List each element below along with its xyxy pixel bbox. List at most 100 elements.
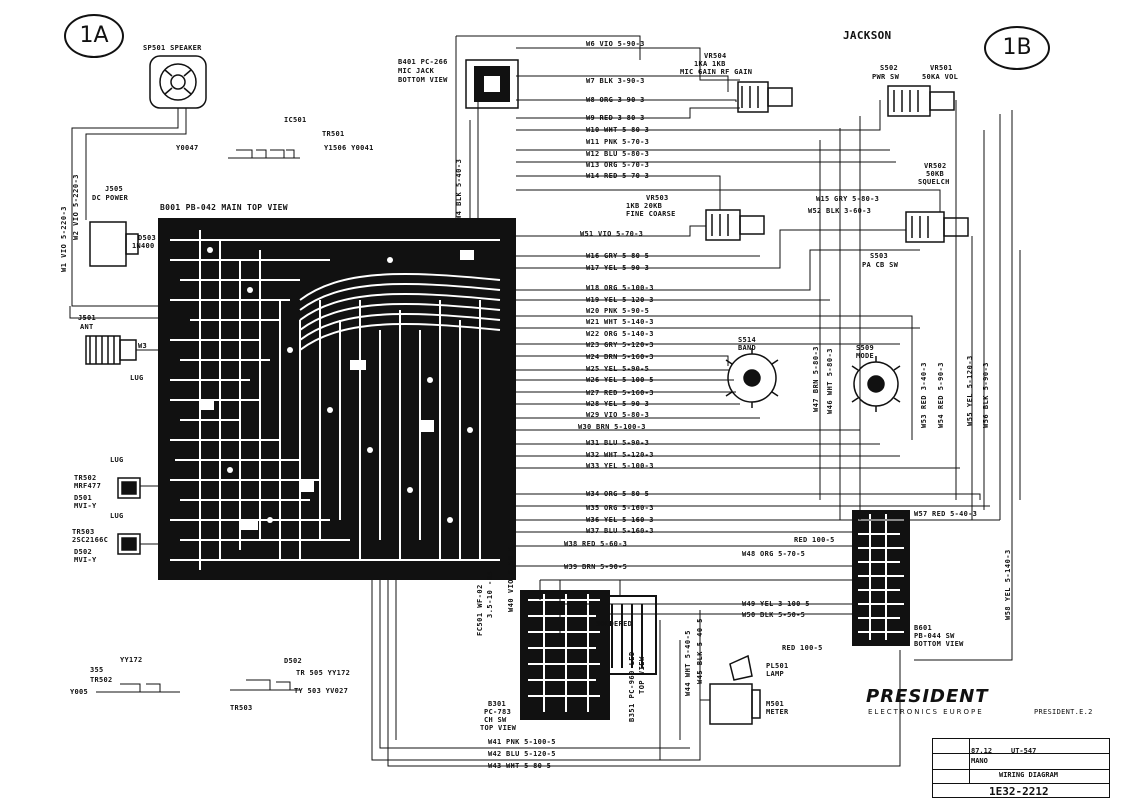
wire-harness	[69, 35, 1021, 767]
pl501-label-2: LAMP	[766, 670, 785, 678]
s509-label-2: MODE	[856, 352, 875, 360]
wire-label: W27 RED 5-160-3	[586, 389, 654, 397]
vr504-pot-icon	[737, 81, 793, 113]
wire-label: RED 100-5	[794, 536, 835, 544]
main-board-label: B001 PB-042 MAIN TOP VIEW	[160, 203, 288, 212]
wire-label-vertical: W4 BLK 5-40-3	[455, 158, 463, 220]
wire-label: W48 ORG 5-70-5	[742, 550, 806, 558]
wire-label-vertical: W45 BLK 5-40-5	[696, 617, 704, 684]
mode-switch-s509-icon	[851, 356, 901, 412]
small-sketch-tr502	[96, 683, 180, 693]
wire-label: W41 PNK 5-100-5	[488, 738, 556, 746]
small-355-label: 355	[90, 666, 104, 674]
wire-label: W11 PNK 5-70-3	[586, 138, 650, 146]
wire-label: W37 BLU 5-160-3	[586, 527, 654, 535]
wire-label: W7 BLK 3-90-3	[586, 77, 645, 85]
small-sketch-ic501	[228, 149, 300, 159]
vr502-label-1: VR502	[924, 162, 947, 170]
wire-label: W8 ORG 3-90-3	[586, 96, 645, 104]
wire-label: W39 BRN 5-90-5	[564, 563, 628, 571]
wire-label: W33 YEL 5-100-3	[586, 462, 654, 470]
s514-label-2: BAND	[738, 344, 757, 352]
tr503-label-1: TR503	[72, 528, 95, 536]
wire-label: W57 RED 5-40-3	[914, 510, 978, 518]
wire-label: W20 PNK 5-90-5	[586, 307, 650, 315]
pl501-label-1: PL501	[766, 662, 789, 670]
led-board-b351	[603, 595, 657, 675]
title-block: 87.12 UT-547 MANO WIRING DIAGRAM 1E32-22…	[932, 738, 1110, 798]
wire-label: W16 GRY 5-80-5	[586, 252, 650, 260]
wire-label-vertical: W58 YEL 5-140-3	[1004, 549, 1012, 620]
wire-label: W23 GRY 5-120-3	[586, 341, 654, 349]
b351b-label: TOP VIEW	[638, 656, 646, 694]
vr502-pot-icon	[905, 211, 969, 243]
dc-power-label-2: DC POWER	[92, 194, 129, 202]
s502-label-2: PWR SW	[872, 73, 900, 81]
mic-jack-label-2: MIC JACK	[398, 67, 435, 75]
wire-label: W18 ORG 5-100-3	[586, 284, 654, 292]
wire-label: RED 100-5	[782, 644, 823, 652]
vr501-label-1: VR501	[930, 64, 953, 72]
wire-label: W51 VIO 5-70-3	[580, 230, 644, 238]
wire-label-vertical: W1 VIO 5-220-3	[60, 205, 68, 272]
ant-label-2: ANT	[80, 323, 94, 331]
speaker-icon	[149, 55, 207, 109]
wire-label-vertical: W56 BLK 5-90-3	[982, 361, 990, 428]
tr502-icon	[117, 477, 141, 499]
wire-label: W30 BRN 5-100-3	[578, 423, 646, 431]
vr501-label-2: 50KA VOL	[922, 73, 959, 81]
ch-switch-board-b301	[520, 590, 610, 720]
wire-label-vertical: W40 VIO 5-50-5	[507, 545, 515, 612]
tr503-label-2: 2SC2166C	[72, 536, 109, 544]
d503b-label: 1N400	[132, 242, 155, 250]
wire-label: W28 YEL 5-90-3	[586, 400, 650, 408]
m501-label-2: METER	[766, 708, 789, 716]
wire-label: W31 BLU 5-90-3	[586, 439, 650, 447]
brand-subtitle: ELECTRONICS EUROPE	[868, 708, 984, 716]
tr502-label-1: TR502	[74, 474, 97, 482]
brand-logo: PRESIDENT	[866, 686, 989, 707]
wire-label-vertical: W54 RED 5-90-3	[937, 361, 945, 428]
wire-label: W19 YEL 5-120-3	[586, 296, 654, 304]
tr503-small-label: TR503	[230, 704, 253, 712]
wire-label: W34 ORG 5-80-5	[586, 490, 650, 498]
s509-label-1: S509	[856, 344, 875, 352]
sheet-tag-right: 1B	[984, 26, 1050, 70]
yy172-label: YY172	[120, 656, 143, 664]
sheet-tag-left: 1A	[64, 14, 124, 58]
b301-label-4: TOP VIEW	[480, 724, 517, 732]
soldered-label: SOLDERED	[596, 620, 633, 628]
wire-label: W29 VIO 5-80-3	[586, 411, 650, 419]
wire-label: W38 RED 5-60-3	[564, 540, 628, 548]
mic-jack-b401	[465, 59, 519, 109]
lug-label-2: LUG	[110, 456, 124, 464]
tr502-label-2: MRF477	[74, 482, 102, 490]
y0047-label: Y0047	[176, 144, 199, 152]
brand-ref: PRESIDENT.E.2	[1034, 708, 1093, 716]
d502-label-2: MVI-Y	[74, 556, 97, 564]
wire-label-vertical: W55 YEL 5-120-3	[966, 355, 974, 426]
band-switch-s514-icon	[725, 348, 779, 408]
d502-small-label: D502	[284, 657, 303, 665]
vr503-label-1: VR503	[646, 194, 669, 202]
d503-label: D503	[138, 234, 157, 242]
vr504-label-2: 1KA 1KB	[694, 60, 726, 68]
vr501-pot-icon	[887, 85, 955, 117]
wire-label-vertical: W44 WHT 5-40-5	[684, 629, 692, 696]
fc501b-label: 3.5-10 -65	[486, 570, 494, 618]
b351-label: B351 PC-960 LED	[628, 651, 636, 722]
antenna-connector-icon	[85, 335, 137, 365]
s503-label-2: PA CB SW	[862, 261, 899, 269]
b301-label-3: CH SW	[484, 716, 507, 724]
title-block-title: WIRING DIAGRAM	[999, 771, 1059, 779]
wire-label-vertical: W53 RED 3-40-3	[920, 361, 928, 428]
wire-label: W36 YEL 5-160-3	[586, 516, 654, 524]
vr503-pot-icon	[705, 209, 765, 241]
wire-label: W49 YEL 3-100-5	[742, 600, 810, 608]
mic-jack-label-1: B401 PC-266	[398, 58, 448, 66]
wire-label-vertical: W2 VIO 5-220-3	[72, 173, 80, 240]
s503-label-1: S503	[870, 252, 889, 260]
wire-label: W24 BRN 5-160-3	[586, 353, 654, 361]
small-sketch-tr505	[230, 679, 300, 691]
